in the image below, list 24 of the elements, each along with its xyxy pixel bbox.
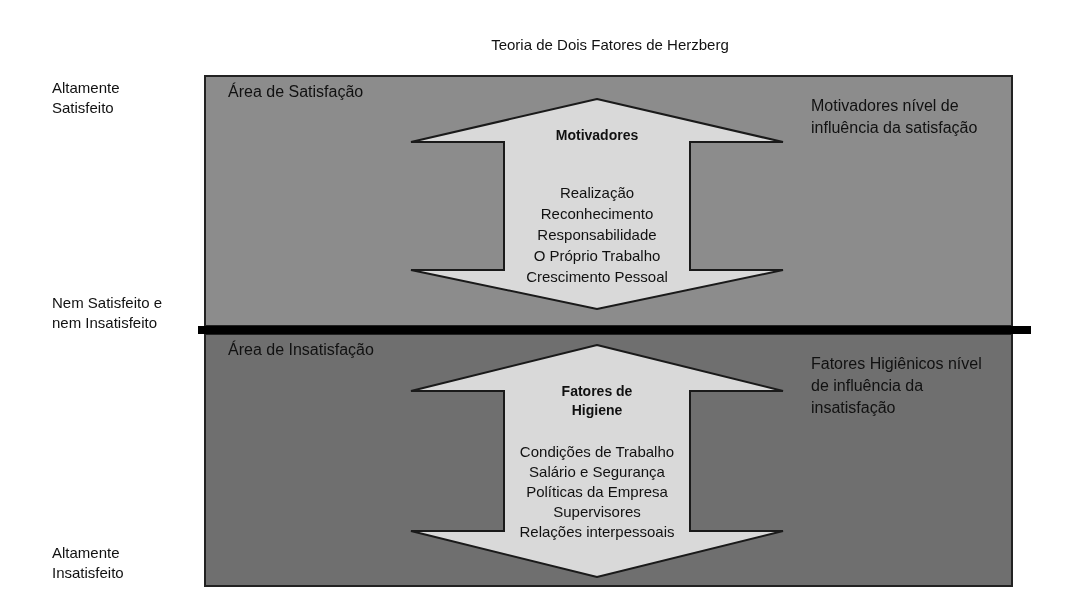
factor-item: Relações interpessoais	[518, 522, 676, 542]
influence-note: Motivadores nível de influência da satisfação	[811, 96, 979, 138]
scale-label: Nem Satisfeito e nem Insatisfeito	[52, 293, 164, 333]
factor-item: Realização	[558, 183, 636, 203]
arrow-heading: Fatores de Higiene	[560, 382, 634, 420]
scale-label: Altamente Insatisfeito	[52, 543, 125, 583]
factor-item: O Próprio Trabalho	[532, 246, 662, 266]
factor-item: Salário e Segurança	[528, 462, 666, 482]
double-arrow	[410, 344, 784, 578]
factor-item: Reconhecimento	[539, 204, 655, 224]
arrow-heading: Motivadores	[554, 126, 640, 145]
area-band	[204, 333, 1013, 587]
area-band	[204, 75, 1013, 327]
influence-note: Fatores Higiênicos nível de influência da insatisfação	[811, 354, 983, 418]
factor-item: Condições de Trabalho	[518, 442, 676, 462]
factor-item: Supervisores	[552, 502, 642, 522]
factor-item: Políticas da Empresa	[525, 482, 669, 502]
factor-item: Crescimento Pessoal	[525, 267, 669, 287]
area-heading: Área de Satisfação	[228, 83, 364, 101]
double-arrow	[410, 98, 784, 310]
diagram-title: Teoria de Dois Fatores de Herzberg	[490, 36, 730, 53]
factor-item: Responsabilidade	[536, 225, 658, 245]
scale-label: Altamente Satisfeito	[52, 78, 121, 118]
area-heading: Área de Insatisfação	[228, 341, 374, 359]
